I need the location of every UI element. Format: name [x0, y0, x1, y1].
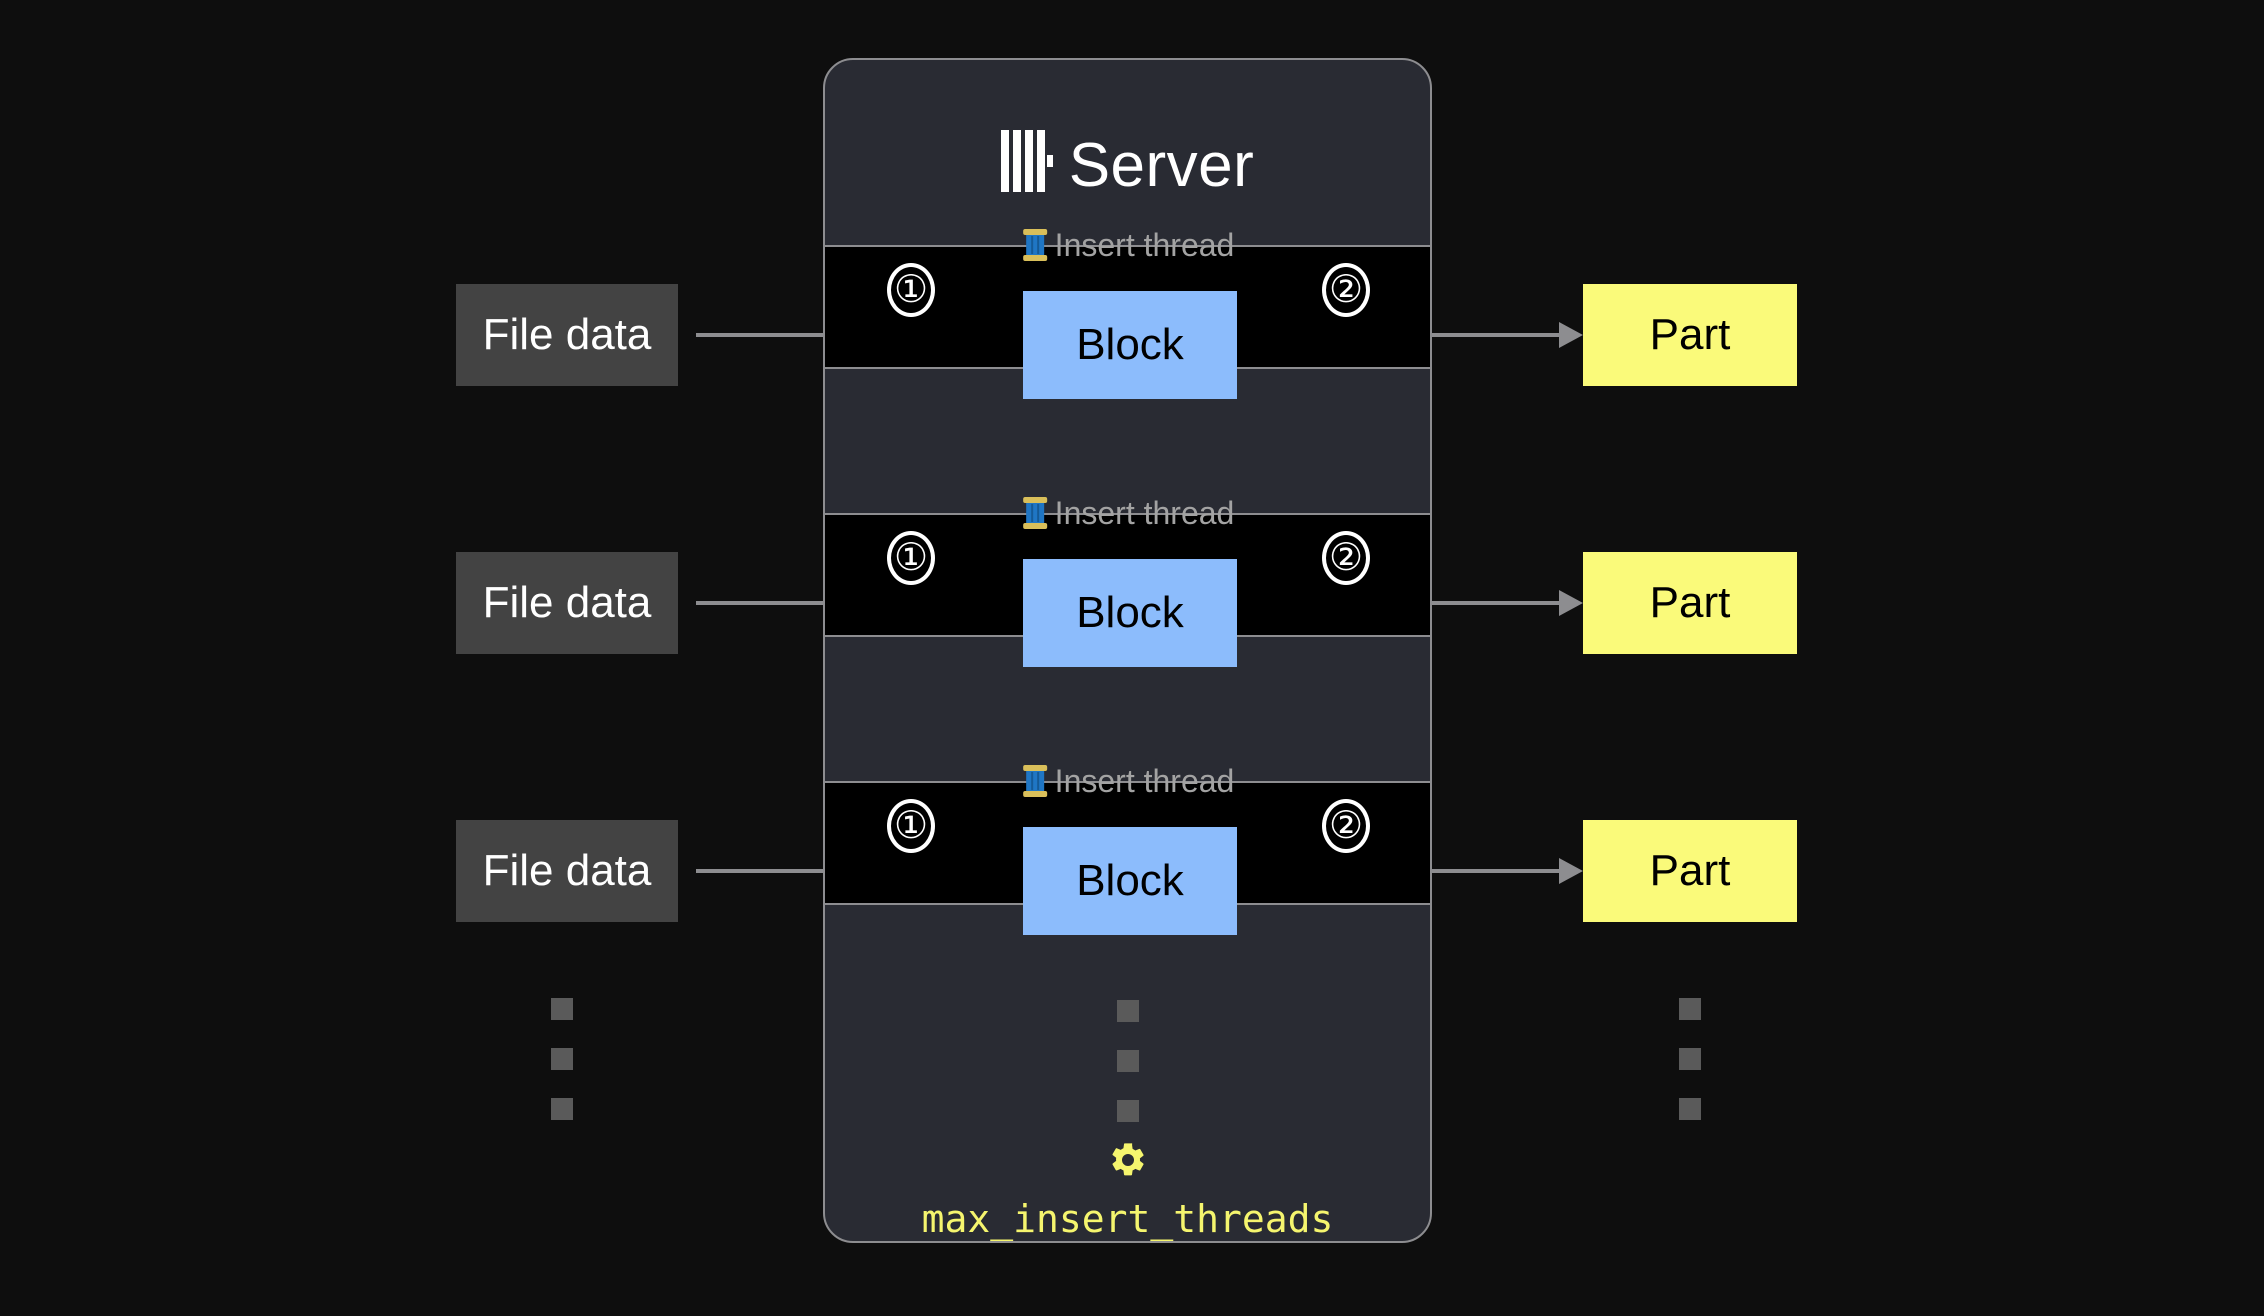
part-box-1: Part [1583, 284, 1797, 386]
block-label: Block [1076, 320, 1184, 369]
part-box-2: Part [1583, 552, 1797, 654]
clickhouse-logo-icon [1000, 130, 1053, 203]
block-label: Block [1076, 856, 1184, 905]
thread-spool-icon [1021, 496, 1049, 530]
insert-thread-band-2: Insert thread ① Block ② [825, 495, 1430, 667]
step-number: ② [1328, 269, 1364, 311]
file-data-box-3: File data [456, 820, 678, 922]
arrow-head-icon [1559, 590, 1583, 616]
block-box-1: Block [1023, 291, 1237, 399]
file-data-label: File data [482, 846, 652, 895]
insert-thread-label-2: Insert thread [1021, 493, 1235, 533]
file-data-label: File data [482, 578, 652, 627]
server-title: Server [825, 130, 1430, 203]
step-number: ① [893, 805, 929, 847]
ellipsis-dot [1116, 1050, 1139, 1072]
ellipsis-dot [551, 1098, 573, 1120]
step-marker-in-2: ① [887, 531, 935, 585]
step-number: ① [893, 269, 929, 311]
ellipsis-dot [1679, 998, 1701, 1020]
step-number: ② [1328, 805, 1364, 847]
step-marker-in-1: ① [887, 263, 935, 317]
ellipsis-dot [551, 998, 573, 1020]
part-box-3: Part [1583, 820, 1797, 922]
part-ellipsis [1679, 998, 1701, 1120]
part-label: Part [1649, 578, 1731, 627]
step-number: ① [893, 537, 929, 579]
thread-spool-icon [1021, 764, 1049, 798]
server-thread-ellipsis [1116, 1000, 1139, 1122]
gear-icon [825, 1140, 1430, 1189]
block-box-3: Block [1023, 827, 1237, 935]
server-panel: Server Insert thread ① [823, 58, 1432, 1243]
step-marker-out-2: ② [1322, 531, 1370, 585]
insert-thread-text: Insert thread [1054, 227, 1235, 263]
file-data-box-1: File data [456, 284, 678, 386]
part-label: Part [1649, 310, 1731, 359]
server-title-text: Server [1068, 131, 1255, 200]
insert-thread-label-3: Insert thread [1021, 761, 1235, 801]
insert-thread-band-3: Insert thread ① Block ② [825, 763, 1430, 935]
ellipsis-dot [1116, 1100, 1139, 1122]
ellipsis-dot [1116, 1000, 1139, 1022]
arrow-head-icon [1559, 322, 1583, 348]
insert-thread-text: Insert thread [1054, 495, 1235, 531]
max-insert-threads-setting: max_insert_threads [825, 1140, 1430, 1241]
part-label: Part [1649, 846, 1731, 895]
step-marker-out-1: ② [1322, 263, 1370, 317]
ellipsis-dot [1679, 1048, 1701, 1070]
arrow-head-icon [1559, 858, 1583, 884]
step-number: ② [1328, 537, 1364, 579]
thread-spool-icon [1021, 228, 1049, 262]
insert-thread-label-1: Insert thread [1021, 225, 1235, 265]
block-box-2: Block [1023, 559, 1237, 667]
setting-name-label: max_insert_threads [921, 1197, 1334, 1241]
block-label: Block [1076, 588, 1184, 637]
file-data-box-2: File data [456, 552, 678, 654]
file-data-ellipsis [551, 998, 573, 1120]
step-marker-out-3: ② [1322, 799, 1370, 853]
step-marker-in-3: ① [887, 799, 935, 853]
ellipsis-dot [551, 1048, 573, 1070]
file-data-label: File data [482, 310, 652, 359]
ellipsis-dot [1679, 1098, 1701, 1120]
insert-thread-band-1: Insert thread ① Block ② [825, 227, 1430, 399]
insert-thread-text: Insert thread [1054, 763, 1235, 799]
